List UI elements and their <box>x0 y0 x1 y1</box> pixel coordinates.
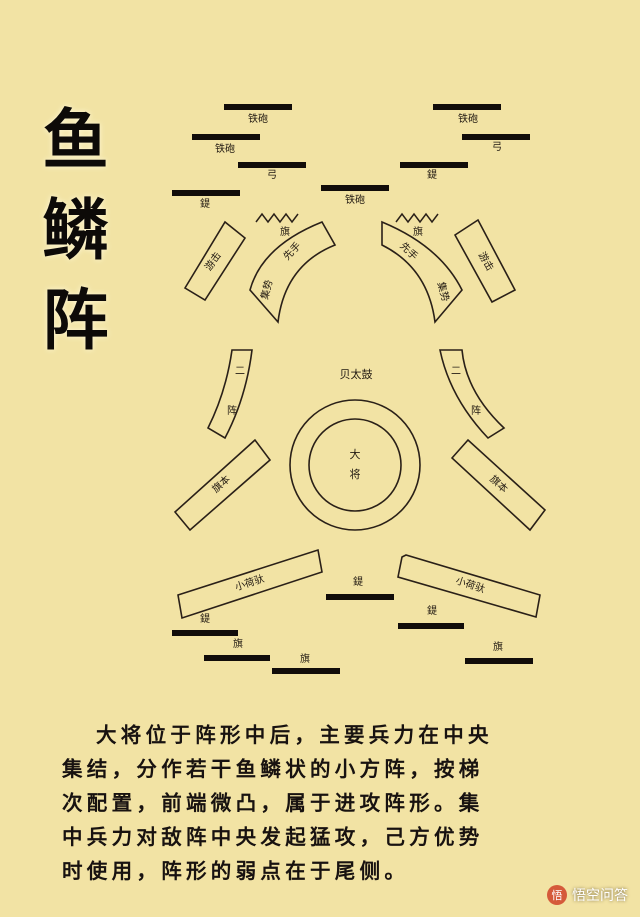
bar-lower-left-2 <box>204 655 270 661</box>
label-beitaigu: 贝太鼓 <box>339 368 373 381</box>
bar-top-left-1 <box>224 104 292 110</box>
bar-lower-center-right <box>398 623 464 629</box>
box-qiben-left <box>173 438 272 532</box>
desc-line-4: 中兵力对敌阵中央发起猛攻，己方优势 <box>62 825 484 849</box>
watermark: 悟 悟空问答 <box>547 885 628 905</box>
label-tiepao-right: 铁砲 <box>458 114 478 125</box>
label-dashi: 大将 <box>349 448 361 481</box>
bar-top-left-2 <box>192 134 260 140</box>
box-lower-left <box>177 548 323 620</box>
label-qi-right: 旗 <box>413 227 423 238</box>
label-lower-center-left: 鍉 <box>353 577 363 588</box>
label-lower-left-2: 旗 <box>233 639 243 650</box>
label-tiepao-2: 铁砲 <box>215 144 235 155</box>
desc-line-2: 集结，分作若干鱼鳞状的小方阵，按梯 <box>62 757 484 781</box>
label-lower-center-right: 鍉 <box>427 606 437 617</box>
desc-line-3: 次配置，前端微凸，属于进攻阵形。集 <box>62 791 484 815</box>
label-qi-left: 旗 <box>280 227 290 238</box>
box-lower-right <box>397 554 541 619</box>
bar-top-center <box>321 185 389 191</box>
box-youji-right <box>453 218 517 304</box>
label-lower-right-1: 旗 <box>493 642 503 653</box>
bar-lower-left-1 <box>172 630 238 636</box>
wukong-logo-icon: 悟 <box>547 885 567 905</box>
label-er-left: 二 <box>235 366 245 377</box>
bar-lower-center-left <box>326 594 394 600</box>
bar-lower-right-1 <box>465 658 533 664</box>
label-lower-left-3: 旗 <box>300 654 310 665</box>
label-gong-right: 弓 <box>492 142 502 153</box>
zigzag-left <box>255 212 299 224</box>
formation-title: 鱼 鳞 阵 <box>28 95 123 365</box>
label-tiepao-center: 铁砲 <box>345 195 365 206</box>
title-char-1: 鱼 <box>42 101 109 179</box>
desc-line-5: 时使用，阵形的弱点在于尾侧。 <box>62 859 410 883</box>
label-huo-1: 鍉 <box>200 199 210 210</box>
label-huo-right: 鍉 <box>427 170 437 181</box>
desc-line-1: 大将位于阵形中后，主要兵力在中央 <box>96 723 493 747</box>
bar-top-right-1 <box>433 104 501 110</box>
zigzag-right <box>395 212 439 224</box>
band-xianshou-right <box>381 220 463 324</box>
band-er-right <box>439 349 506 440</box>
band-xianshou-left <box>249 220 337 324</box>
bar-lower-left-3 <box>272 668 340 674</box>
band-er-left <box>206 349 253 440</box>
label-er-right: 二 <box>451 366 461 377</box>
label-gong-1: 弓 <box>267 170 277 181</box>
label-zhen-left: 阵 <box>227 406 237 417</box>
outer-ring <box>289 399 421 531</box>
bar-top-right-2 <box>462 134 530 140</box>
formation-description: 大将位于阵形中后，主要兵力在中央 集结，分作若干鱼鳞状的小方阵，按梯 次配置，前… <box>62 718 622 888</box>
watermark-text: 悟空问答 <box>572 888 628 904</box>
bar-top-right-3 <box>400 162 468 168</box>
title-char-2: 鳞 <box>42 191 109 269</box>
title-char-3: 阵 <box>42 281 109 359</box>
box-qiben-right <box>450 438 547 532</box>
bar-top-left-4 <box>172 190 240 196</box>
label-tiepao-1: 铁砲 <box>248 114 268 125</box>
inner-ring <box>308 418 402 512</box>
box-youji-left <box>183 220 247 302</box>
label-zhen-right: 阵 <box>471 406 481 417</box>
label-lower-left-1: 鍉 <box>200 614 210 625</box>
bar-top-left-3 <box>238 162 306 168</box>
